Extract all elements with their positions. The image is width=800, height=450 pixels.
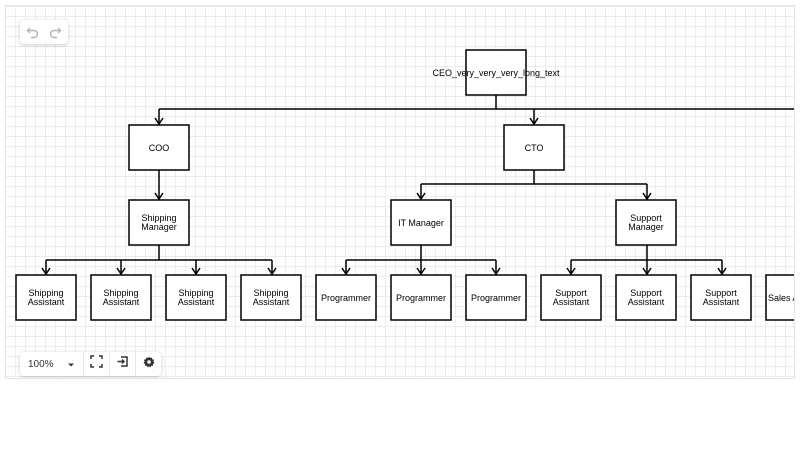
history-toolbar	[20, 20, 68, 44]
node-label-line1: Shipping	[253, 288, 288, 298]
zoom-toolbar: 100%	[20, 352, 161, 376]
edge-cto-bus	[420, 170, 648, 199]
node-shipping-manager-label-1: Shipping	[141, 213, 176, 223]
edge-support-bus	[570, 245, 723, 274]
node-coo-label: COO	[149, 143, 170, 153]
node-label-line2: Assistant	[553, 297, 590, 307]
edge-shipping-bus	[45, 245, 273, 274]
node-shipping-manager[interactable]: Shipping Manager	[128, 199, 190, 246]
node-label-line1: Support	[555, 288, 587, 298]
node-support-assistant-2[interactable]: Support Assistant	[615, 274, 677, 321]
enter-button[interactable]	[110, 352, 136, 376]
node-it-manager-label: IT Manager	[398, 218, 444, 228]
node-label-line1: Programmer	[471, 293, 521, 303]
node-label-line1: Shipping	[28, 288, 63, 298]
arrow-programmer-1	[341, 267, 351, 276]
arrow-support-manager	[642, 192, 652, 201]
undo-icon[interactable]	[25, 24, 41, 40]
settings-button[interactable]	[136, 352, 161, 376]
node-label-line1: Sales A	[768, 293, 795, 303]
node-label-line2: Assistant	[28, 297, 65, 307]
arrow-shipping-assistant-3	[191, 267, 201, 276]
node-shipping-assistant-2[interactable]: Shipping Assistant	[90, 274, 152, 321]
node-coo[interactable]: COO	[128, 124, 190, 171]
edge-ceo-bus	[159, 95, 794, 110]
arrow-shipping-assistant-2	[116, 267, 126, 276]
arrow-cto	[529, 117, 539, 126]
node-label-line2: Assistant	[628, 297, 665, 307]
node-sales-assistant-partial[interactable]: Sales A	[765, 274, 795, 321]
arrow-it-manager	[416, 192, 426, 201]
node-programmer-3[interactable]: Programmer	[465, 274, 527, 321]
node-shipping-manager-label-2: Manager	[141, 222, 177, 232]
arrow-coo	[154, 117, 164, 126]
node-ceo-label: CEO_very_very_very_long_text	[432, 68, 560, 78]
node-label-line1: Shipping	[103, 288, 138, 298]
diagram-canvas[interactable]: CEO_very_very_very_long_text COO CTO Shi…	[5, 5, 795, 379]
zoom-value: 100%	[28, 358, 54, 370]
node-support-assistant-3[interactable]: Support Assistant	[690, 274, 752, 321]
arrow-shipping-assistant-4	[267, 267, 277, 276]
node-label-line2: Assistant	[253, 297, 290, 307]
node-support-assistant-1[interactable]: Support Assistant	[540, 274, 602, 321]
node-ceo[interactable]: CEO_very_very_very_long_text	[432, 49, 560, 96]
fit-screen-button[interactable]	[84, 352, 110, 376]
node-shipping-assistant-3[interactable]: Shipping Assistant	[165, 274, 227, 321]
arrow-shipping-manager	[154, 192, 164, 201]
edge-it-bus	[345, 245, 497, 274]
node-label-line2: Assistant	[103, 297, 140, 307]
arrow-support-assistant-2	[642, 267, 652, 276]
node-programmer-2[interactable]: Programmer	[390, 274, 452, 321]
node-label-line2: Assistant	[178, 297, 215, 307]
arrow-programmer-3	[491, 267, 501, 276]
node-label-line2: Assistant	[703, 297, 740, 307]
node-support-manager[interactable]: Support Manager	[615, 199, 677, 246]
arrow-support-assistant-1	[566, 267, 576, 276]
zoom-select[interactable]: 100%	[20, 352, 84, 376]
fit-screen-icon	[90, 355, 103, 373]
node-cto-label: CTO	[525, 143, 544, 153]
node-label-line1: Support	[630, 288, 662, 298]
caret-down-icon	[67, 355, 75, 373]
org-chart-diagram[interactable]: CEO_very_very_very_long_text COO CTO Shi…	[6, 6, 795, 379]
node-it-manager[interactable]: IT Manager	[390, 199, 452, 246]
node-support-manager-label-1: Support	[630, 213, 662, 223]
node-shipping-assistant-4[interactable]: Shipping Assistant	[240, 274, 302, 321]
arrow-support-assistant-3	[717, 267, 727, 276]
arrow-shipping-assistant-1	[41, 267, 51, 276]
node-programmer-1[interactable]: Programmer	[315, 274, 377, 321]
node-support-manager-label-2: Manager	[628, 222, 664, 232]
node-label-line1: Programmer	[321, 293, 371, 303]
node-label-line1: Support	[705, 288, 737, 298]
gear-icon	[143, 355, 155, 373]
node-cto[interactable]: CTO	[503, 124, 565, 171]
redo-icon[interactable]	[47, 24, 63, 40]
node-label-line1: Programmer	[396, 293, 446, 303]
enter-icon	[116, 355, 129, 373]
node-shipping-assistant-1[interactable]: Shipping Assistant	[15, 274, 77, 321]
arrow-programmer-2	[416, 267, 426, 276]
node-label-line1: Shipping	[178, 288, 213, 298]
edges	[41, 95, 794, 276]
